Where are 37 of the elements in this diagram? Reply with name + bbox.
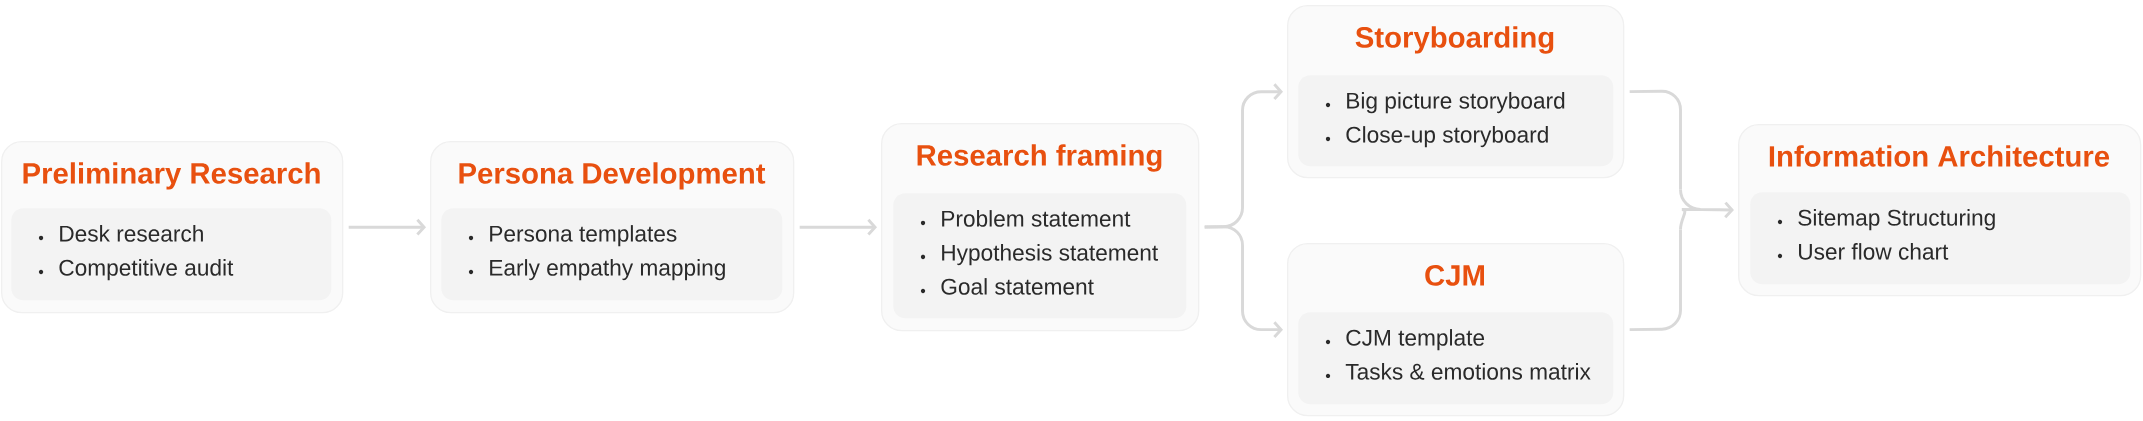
list-item: Problem statement [942,210,1131,227]
arrow [348,218,426,236]
stage-title: CJM [1425,265,1484,286]
list-item: CJM template [1346,329,1485,351]
list-item: Persona templates [490,225,677,247]
connector-line [1629,229,1682,332]
connector-line [1629,89,1682,190]
arrow [1204,225,1283,338]
list-panel [1750,192,2131,285]
stage-card [1,141,344,314]
list-item: Early empathy mapping [490,259,725,281]
stage-card [1287,5,1625,179]
list-item: Competitive audit [59,259,234,281]
list-panel [11,208,332,301]
list-item: Sitemap Structuring [1798,209,1995,231]
stage-title: Preliminary Research [23,162,320,190]
stage-card [430,141,795,314]
list-panel [441,208,783,301]
list-panel [1298,312,1614,405]
list-item: Big picture storyboard [1347,92,1565,114]
stage-title: Research framing [917,144,1162,172]
list-item: Goal statement [941,278,1094,295]
list-item: Desk research [60,225,203,242]
stage-card [1287,243,1625,417]
list-item: User flow chart [1799,243,1949,260]
arrow [1679,188,1734,231]
list-panel [1298,75,1614,167]
stage-title: Storyboarding [1355,26,1554,54]
stage-title: Persona Development [459,162,766,190]
list-item: Tasks & emotions matrix [1345,363,1591,380]
stage-title: Information Architecture [1769,145,2110,167]
stage-card [1738,124,2142,297]
list-item: Close-up storyboard [1346,126,1548,148]
stage-card [881,123,1200,332]
list-panel [893,193,1187,319]
arrow [799,218,877,236]
list-item: Hypothesis statement [942,244,1158,266]
